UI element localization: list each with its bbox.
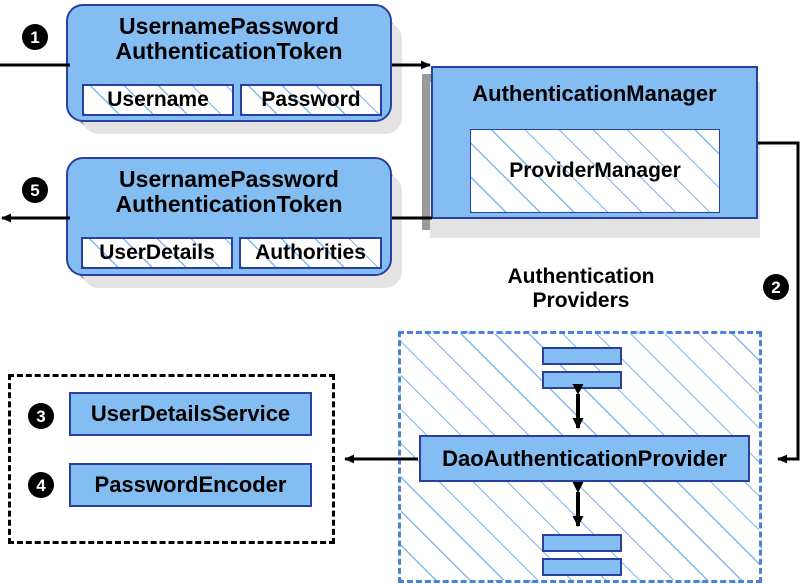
- arrow-manager-to-provider: [758, 141, 800, 464]
- user-details-service-label: UserDetailsService: [90, 401, 291, 426]
- authentication-manager-title: AuthenticationManager: [472, 81, 717, 106]
- dao-authentication-provider-box[interactable]: DaoAuthenticationProvider: [419, 435, 750, 482]
- user-details-service-box[interactable]: UserDetailsService: [69, 392, 312, 436]
- request-token-slot-password[interactable]: Password: [240, 84, 382, 116]
- response-token-slot-authorities[interactable]: Authorities: [239, 237, 382, 269]
- request-authentication-token[interactable]: UsernamePassword AuthenticationToken Use…: [66, 4, 392, 122]
- step-bullet-3: 3: [28, 403, 54, 429]
- provider-manager-panel[interactable]: ProviderManager: [470, 129, 720, 213]
- provider-bar-bottom-2[interactable]: [542, 558, 622, 576]
- request-token-title: UsernamePassword AuthenticationToken: [115, 13, 343, 65]
- provider-manager-label: ProviderManager: [509, 159, 681, 182]
- request-token-slot-username[interactable]: Username: [82, 84, 234, 116]
- request-token-slot-username-label: Username: [107, 88, 209, 111]
- step-bullet-4: 4: [28, 472, 54, 498]
- response-token-slot-userdetails[interactable]: UserDetails: [81, 237, 233, 269]
- request-token-slot-password-label: Password: [261, 88, 361, 111]
- response-token-title: UsernamePassword AuthenticationToken: [115, 166, 343, 218]
- step-bullet-1: 1: [22, 24, 48, 50]
- authentication-manager-box[interactable]: AuthenticationManager ProviderManager: [431, 66, 758, 219]
- password-encoder-box[interactable]: PasswordEncoder: [69, 463, 312, 507]
- response-token-slot-userdetails-label: UserDetails: [99, 241, 215, 264]
- response-authentication-token[interactable]: UsernamePassword AuthenticationToken Use…: [66, 157, 392, 276]
- step-bullet-5: 5: [22, 177, 48, 203]
- dao-authentication-provider-label: DaoAuthenticationProvider: [442, 445, 727, 471]
- provider-bar-top-1[interactable]: [542, 347, 622, 365]
- provider-bar-bottom-1[interactable]: [542, 534, 622, 552]
- provider-bar-top-2[interactable]: [542, 371, 622, 389]
- authentication-providers-caption: Authentication Providers: [507, 265, 655, 312]
- response-token-slot-authorities-label: Authorities: [255, 241, 366, 264]
- password-encoder-label: PasswordEncoder: [94, 472, 287, 497]
- step-bullet-2: 2: [763, 274, 789, 300]
